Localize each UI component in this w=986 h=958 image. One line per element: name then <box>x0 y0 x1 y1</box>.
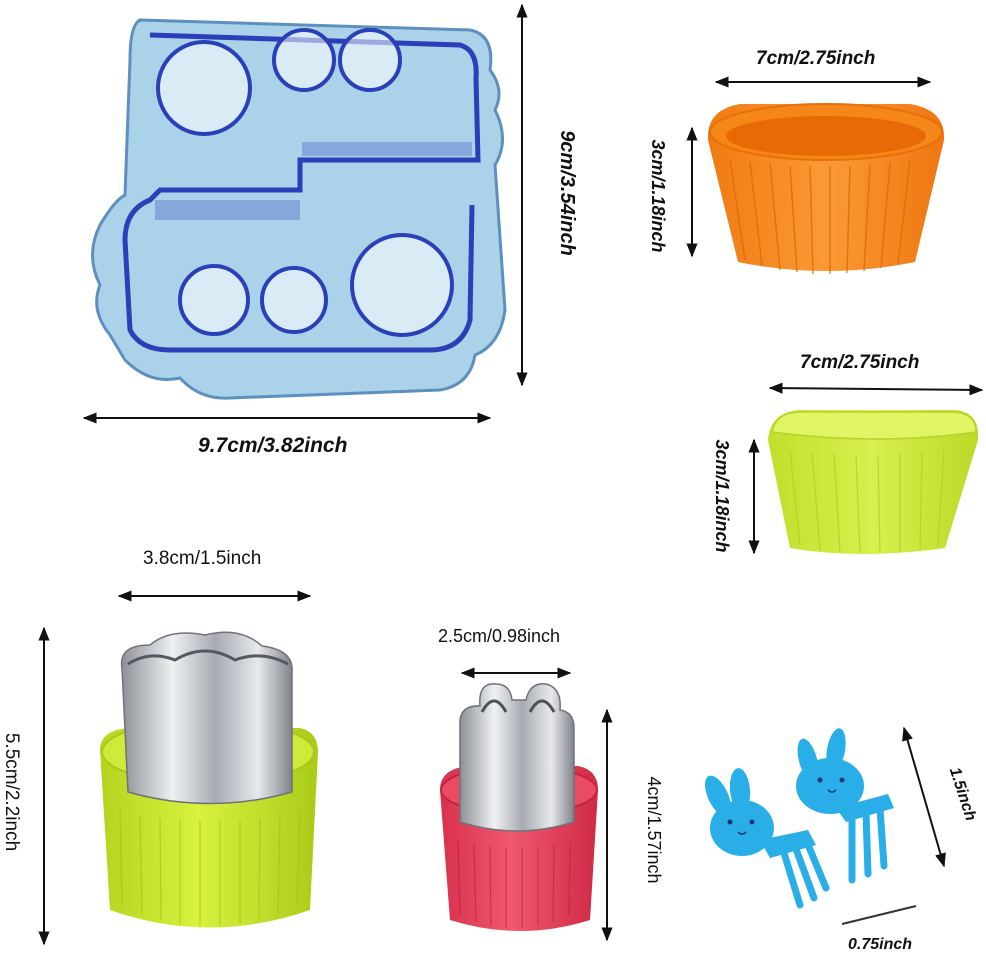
square-cup-width-arrow <box>768 382 984 396</box>
fork-width-line <box>841 905 917 925</box>
flower-height-label: 5.5cm/2.2inch <box>1 732 22 852</box>
flower-width-label: 3.8cm/1.5inch <box>143 548 262 569</box>
square-cup-width-label: 7cm/2.75inch <box>800 352 920 373</box>
orange-round-cup <box>707 103 945 275</box>
bear-cutter <box>440 683 598 931</box>
fork-width-label: 0.75inch <box>848 936 913 953</box>
fork-length-arrow <box>902 726 946 868</box>
train-height-label: 9cm/3.54inch <box>556 130 578 256</box>
flower-cutter <box>100 631 318 928</box>
bear-height-label: 4cm/1.57inch <box>644 776 664 884</box>
bear-width-label: 2.5cm/0.98inch <box>438 626 561 646</box>
bunny-fork-left <box>705 768 830 909</box>
bunny-fork-right <box>796 728 894 884</box>
round-cup-width-label: 7cm/2.75inch <box>756 48 876 69</box>
train-width-label: 9.7cm/3.82inch <box>198 434 348 457</box>
square-cup-height-label: 3cm/1.18inch <box>712 439 732 553</box>
yellow-square-cup <box>768 410 979 554</box>
round-cup-height-label: 3cm/1.18inch <box>648 139 668 253</box>
train-cutter <box>91 18 507 400</box>
